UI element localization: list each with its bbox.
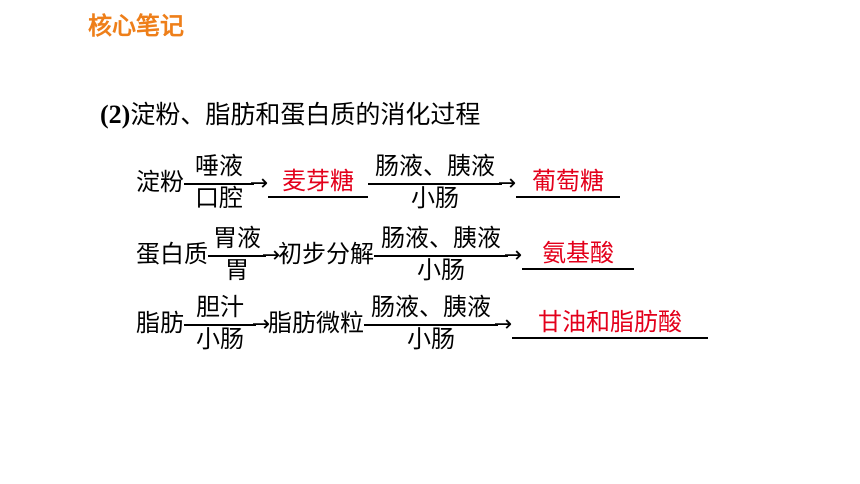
answer-blank: 甘油和脂肪酸 — [512, 293, 708, 353]
arrow-head-icon: → — [503, 243, 522, 268]
arrow-location-label: 口腔 — [195, 184, 243, 212]
arrow-shaft — [364, 324, 498, 326]
arrow-enzyme-label: 肠液、胰液 — [381, 224, 501, 252]
answer-underline — [522, 268, 634, 270]
answer-blank: 氨基酸 — [522, 224, 634, 284]
answer-text: 麦芽糖 — [282, 167, 354, 195]
arrow-location-label: 小肠 — [411, 184, 459, 212]
answer-underline — [516, 196, 620, 198]
reaction-arrow: 肠液、胰液 → 小肠 — [374, 224, 522, 284]
answer-text: 氨基酸 — [542, 239, 614, 267]
reaction-arrow: 胃液 → 胃 — [208, 224, 280, 284]
answer-blank: 麦芽糖 — [268, 152, 368, 212]
intermediate-product-label: 初步分解 — [278, 240, 374, 268]
arrow-head-icon: → — [249, 171, 268, 196]
arrow-head-icon: → — [493, 312, 512, 337]
answer-underline — [268, 196, 368, 198]
reaction-arrow: 唾液 → 口腔 — [184, 152, 268, 212]
arrow-enzyme-label: 肠液、胰液 — [371, 293, 491, 321]
arrow-location-label: 小肠 — [407, 325, 455, 353]
section-header: 核心笔记 — [88, 12, 184, 40]
answer-text: 甘油和脂肪酸 — [538, 308, 682, 336]
arrow-head-icon: → — [251, 312, 270, 337]
arrow-location-label: 小肠 — [196, 325, 244, 353]
starch-digestion-row: 淀粉 唾液 → 口腔 麦芽糖 肠液、胰液 → 小肠 葡萄糖 — [136, 152, 620, 212]
arrow-enzyme-label: 胃液 — [213, 224, 261, 252]
arrow-enzyme-label: 胆汁 — [196, 293, 244, 321]
arrow-location-label: 胃 — [225, 256, 249, 284]
arrow-enzyme-label: 肠液、胰液 — [375, 152, 495, 180]
arrow-shaft — [374, 255, 508, 257]
answer-blank: 葡萄糖 — [516, 152, 620, 212]
arrow-location-label: 小肠 — [417, 256, 465, 284]
arrow-head-icon: → — [261, 243, 280, 268]
reaction-arrow: 肠液、胰液 → 小肠 — [364, 293, 512, 353]
row-start-label: 脂肪 — [136, 309, 184, 337]
answer-text: 葡萄糖 — [532, 167, 604, 195]
reaction-arrow: 胆汁 → 小肠 — [184, 293, 270, 353]
arrow-shaft — [368, 183, 502, 185]
fat-digestion-row: 脂肪 胆汁 → 小肠 脂肪微粒 肠液、胰液 → 小肠 甘油和脂肪酸 — [136, 293, 708, 353]
answer-underline — [512, 337, 708, 339]
topic-text: 淀粉、脂肪和蛋白质的消化过程 — [130, 100, 481, 129]
topic-title: (2)淀粉、脂肪和蛋白质的消化过程 — [100, 98, 480, 132]
arrow-head-icon: → — [497, 171, 516, 196]
arrow-shaft — [208, 255, 266, 257]
reaction-arrow: 肠液、胰液 → 小肠 — [368, 152, 516, 212]
row-start-label: 蛋白质 — [136, 240, 208, 268]
intermediate-product-label: 脂肪微粒 — [268, 309, 364, 337]
row-start-label: 淀粉 — [136, 168, 184, 196]
arrow-shaft — [184, 324, 256, 326]
protein-digestion-row: 蛋白质 胃液 → 胃 初步分解 肠液、胰液 → 小肠 氨基酸 — [136, 224, 634, 284]
arrow-shaft — [184, 183, 254, 185]
topic-number: (2) — [100, 100, 131, 129]
arrow-enzyme-label: 唾液 — [195, 152, 243, 180]
